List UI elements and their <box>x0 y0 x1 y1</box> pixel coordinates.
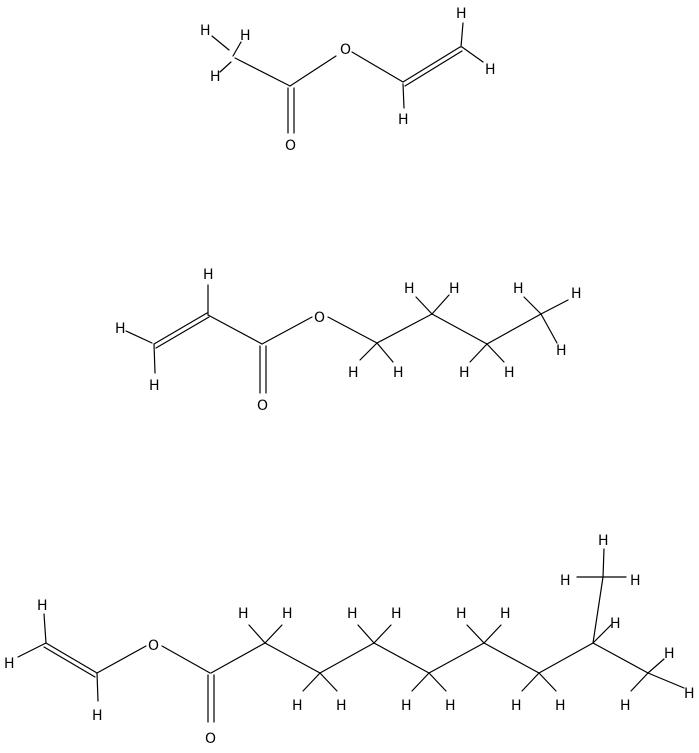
atom-h: H <box>664 646 675 662</box>
atom-h: H <box>555 698 566 714</box>
atom-h: H <box>445 698 456 714</box>
molecule-vinyl-isodecanoate: H H H O O H H H H H H H H H H H H H H H … <box>4 533 695 747</box>
atom-h: H <box>556 343 567 359</box>
atom-h: H <box>348 365 359 381</box>
atom-h: H <box>37 598 48 614</box>
atom-o-carbonyl: O <box>285 138 296 154</box>
atom-h: H <box>560 573 571 589</box>
atom-o-carbonyl: O <box>257 398 268 414</box>
atom-h: H <box>347 606 358 622</box>
atom-h: H <box>504 365 515 381</box>
atom-h: H <box>401 698 412 714</box>
atom-h: H <box>203 267 214 283</box>
atom-h: H <box>485 62 496 78</box>
atom-h: H <box>238 606 249 622</box>
atom-h: H <box>459 365 470 381</box>
atom-h: H <box>513 281 524 297</box>
atom-o-ether: O <box>148 638 159 654</box>
atom-h: H <box>511 698 522 714</box>
atom-h: H <box>449 281 460 297</box>
atom-h: H <box>500 606 511 622</box>
atom-o-ether: O <box>340 42 351 58</box>
atom-h: H <box>571 286 582 302</box>
atom-h: H <box>149 378 160 394</box>
atom-h: H <box>292 698 303 714</box>
atom-h: H <box>404 281 415 297</box>
atom-h: H <box>391 606 402 622</box>
atom-h: H <box>4 656 15 672</box>
atom-h: H <box>684 686 695 702</box>
atom-h: H <box>620 698 631 714</box>
atom-h: H <box>336 698 347 714</box>
atom-h: H <box>456 606 467 622</box>
atom-h: H <box>598 533 609 549</box>
atom-o-carbonyl: O <box>205 731 216 747</box>
atom-h: H <box>92 708 103 724</box>
atom-h: H <box>630 573 641 589</box>
atom-h: H <box>240 28 251 44</box>
atom-h: H <box>610 616 621 632</box>
atom-h: H <box>210 69 221 85</box>
atom-h: H <box>398 112 409 128</box>
atom-h: H <box>282 606 293 622</box>
atom-h: H <box>115 321 126 337</box>
atom-o-ether: O <box>314 310 325 326</box>
atom-h: H <box>456 6 467 22</box>
atom-h: H <box>200 23 211 39</box>
molecule-vinyl-acetate: H H H O O H H H <box>200 6 496 154</box>
atom-h: H <box>393 365 404 381</box>
molecule-butyl-acrylate: H H H O O H H H H H H H H H <box>115 267 582 414</box>
